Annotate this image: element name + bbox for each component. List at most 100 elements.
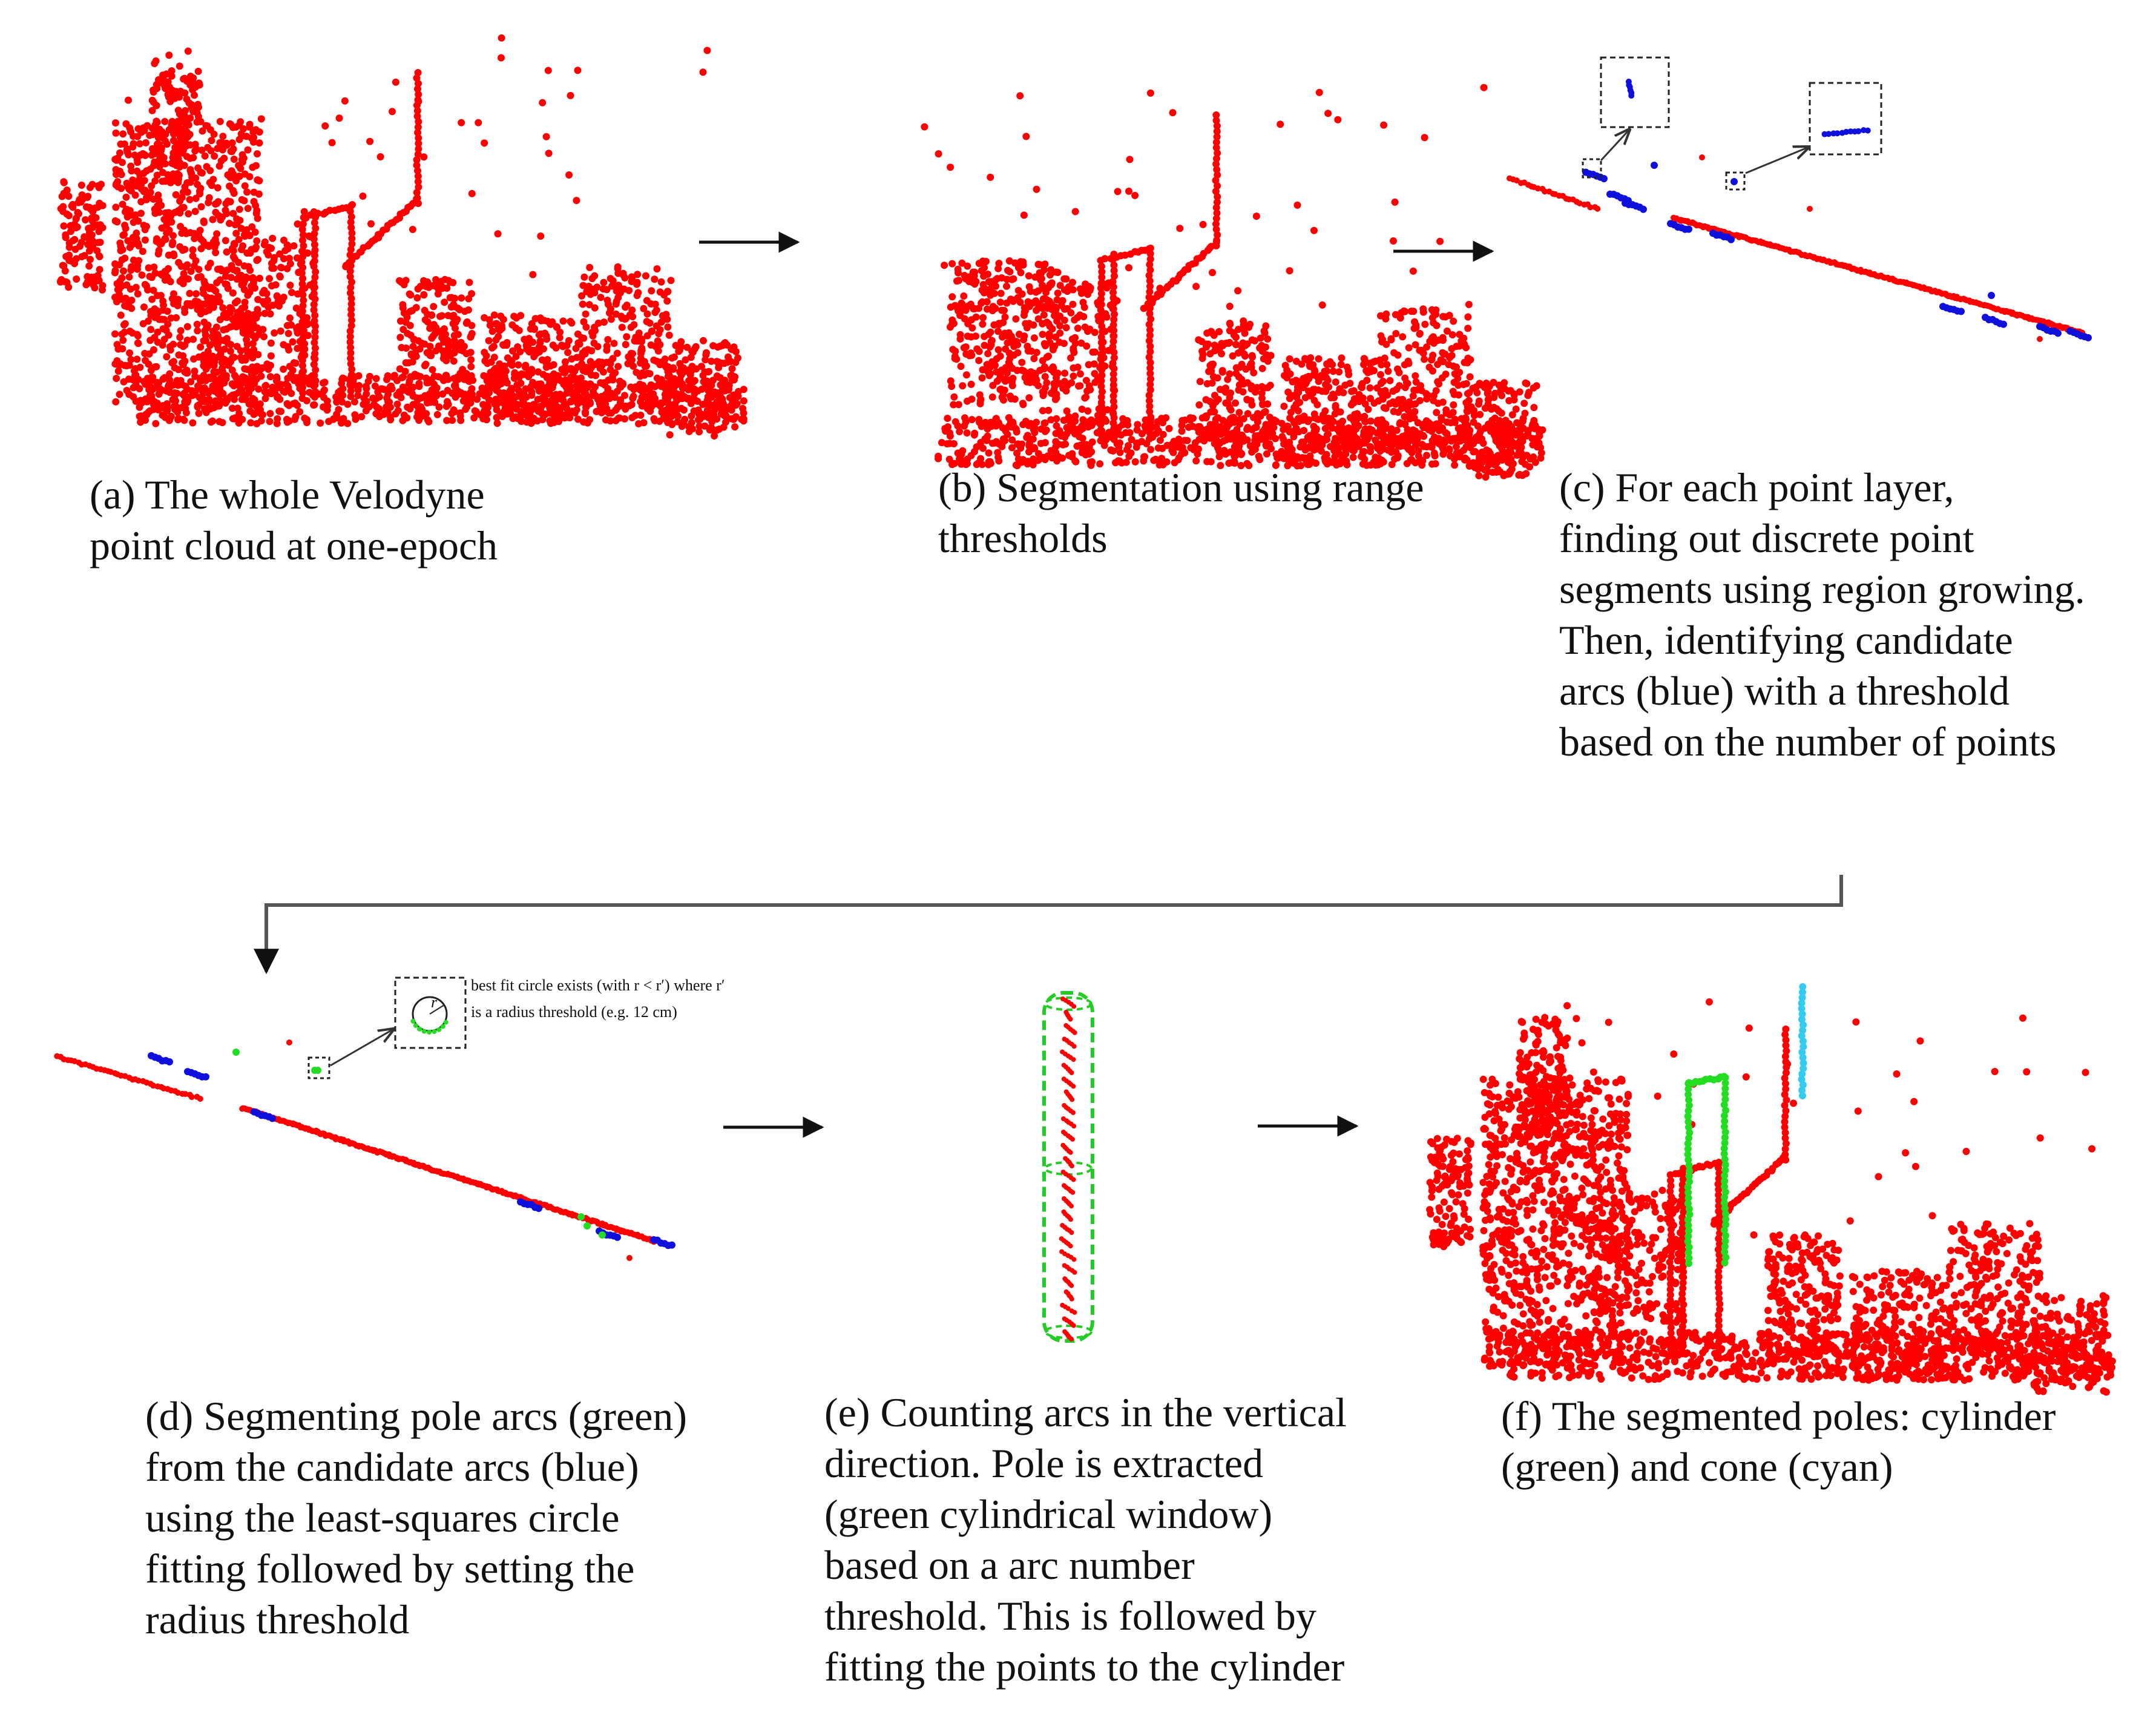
cloud-point — [470, 414, 478, 422]
cloud-point — [143, 398, 151, 406]
cloud-point — [197, 377, 205, 385]
cloud-point — [181, 389, 188, 397]
cloud-point — [173, 377, 181, 384]
cloud-point — [247, 329, 255, 337]
cloud-point — [229, 380, 236, 388]
cloud-point — [255, 139, 263, 147]
cloud-point — [986, 370, 994, 378]
cloud-point — [467, 349, 475, 357]
cloud-point — [74, 209, 82, 216]
cloud-point — [141, 349, 149, 357]
cloud-point — [225, 361, 232, 369]
cloud-point — [962, 350, 970, 358]
cloud-point — [1349, 399, 1356, 407]
cloud-point — [638, 335, 646, 343]
cloud-point — [577, 374, 585, 382]
cloud-point — [582, 323, 590, 331]
cloud-point — [1093, 429, 1101, 436]
cloud-point — [674, 412, 682, 420]
cloud-point — [1027, 288, 1034, 295]
cloud-point — [1361, 355, 1369, 363]
cloud-point — [1234, 349, 1242, 357]
cloud-point — [220, 337, 228, 344]
cloud-point — [1012, 315, 1020, 323]
cloud-point — [1056, 329, 1064, 337]
cloud-point — [1280, 403, 1288, 410]
cloud-point — [150, 162, 157, 170]
cloud-point — [1163, 441, 1171, 449]
cloud-point — [441, 298, 449, 306]
cloud-point — [485, 396, 493, 404]
cloud-point — [664, 323, 672, 331]
cloud-point — [143, 375, 151, 383]
cloud-point — [1013, 366, 1021, 374]
cloud-point — [685, 386, 692, 393]
cloud-point — [543, 335, 551, 343]
cloud-point — [950, 393, 958, 401]
cloud-point — [1004, 369, 1011, 377]
cloud-point — [117, 140, 125, 148]
cloud-point — [537, 232, 545, 240]
cloud-point — [1366, 384, 1374, 392]
cloud-point — [967, 452, 975, 459]
cloud-point — [254, 351, 262, 358]
cloud-point — [672, 403, 679, 411]
cloud-point — [179, 188, 187, 196]
cloud-point — [217, 157, 225, 165]
cloud-point — [89, 217, 96, 225]
cloud-point — [239, 242, 247, 250]
cloud-point — [121, 222, 129, 229]
cloud-point — [197, 384, 205, 392]
cloud-point — [954, 422, 962, 430]
cloud-point — [1082, 377, 1090, 384]
cloud-point — [254, 150, 261, 158]
cloud-point — [415, 97, 422, 105]
cloud-point — [165, 331, 173, 339]
cloud-point — [128, 297, 136, 304]
cloud-point — [1080, 303, 1088, 311]
cloud-point — [235, 205, 243, 213]
cloud-point — [117, 171, 125, 179]
cloud-point — [429, 366, 436, 374]
cloud-point — [705, 400, 713, 407]
cloud-point — [1296, 398, 1304, 406]
cloud-point — [194, 180, 202, 188]
cloud-point — [1026, 378, 1034, 386]
cloud-point — [554, 372, 562, 380]
cloud-point — [174, 107, 182, 114]
cloud-point — [1232, 399, 1239, 407]
cloud-point — [281, 246, 289, 254]
cloud-point — [240, 262, 248, 270]
cloud-point — [185, 210, 192, 218]
cloud-point — [404, 403, 412, 411]
cloud-point — [286, 282, 294, 289]
cloud-point — [1075, 382, 1082, 390]
cloud-point — [981, 341, 988, 349]
cloud-point — [232, 229, 240, 237]
cloud-point — [1238, 450, 1246, 458]
cloud-point — [150, 346, 157, 354]
cloud-point — [1323, 415, 1331, 423]
cloud-point — [1158, 415, 1165, 423]
cloud-point — [280, 236, 288, 244]
cloud-point — [1386, 377, 1394, 384]
cloud-point — [244, 205, 252, 212]
cloud-point — [451, 303, 459, 311]
cloud-point — [1537, 449, 1545, 457]
cloud-point — [651, 309, 659, 316]
cloud-point — [212, 208, 220, 216]
cloud-point — [1085, 361, 1093, 369]
cloud-point — [151, 150, 159, 157]
cloud-point — [153, 292, 161, 300]
cloud-point — [181, 357, 189, 365]
cloud-point — [1040, 340, 1048, 347]
cloud-point — [1226, 370, 1234, 378]
cloud-point — [1453, 449, 1461, 457]
cloud-point — [409, 343, 417, 351]
cloud-point — [1226, 404, 1234, 412]
cloud-point — [226, 347, 234, 355]
cloud-point — [294, 220, 301, 228]
cloud-point — [213, 279, 221, 286]
cloud-point — [96, 199, 104, 207]
cloud-point — [128, 329, 136, 337]
